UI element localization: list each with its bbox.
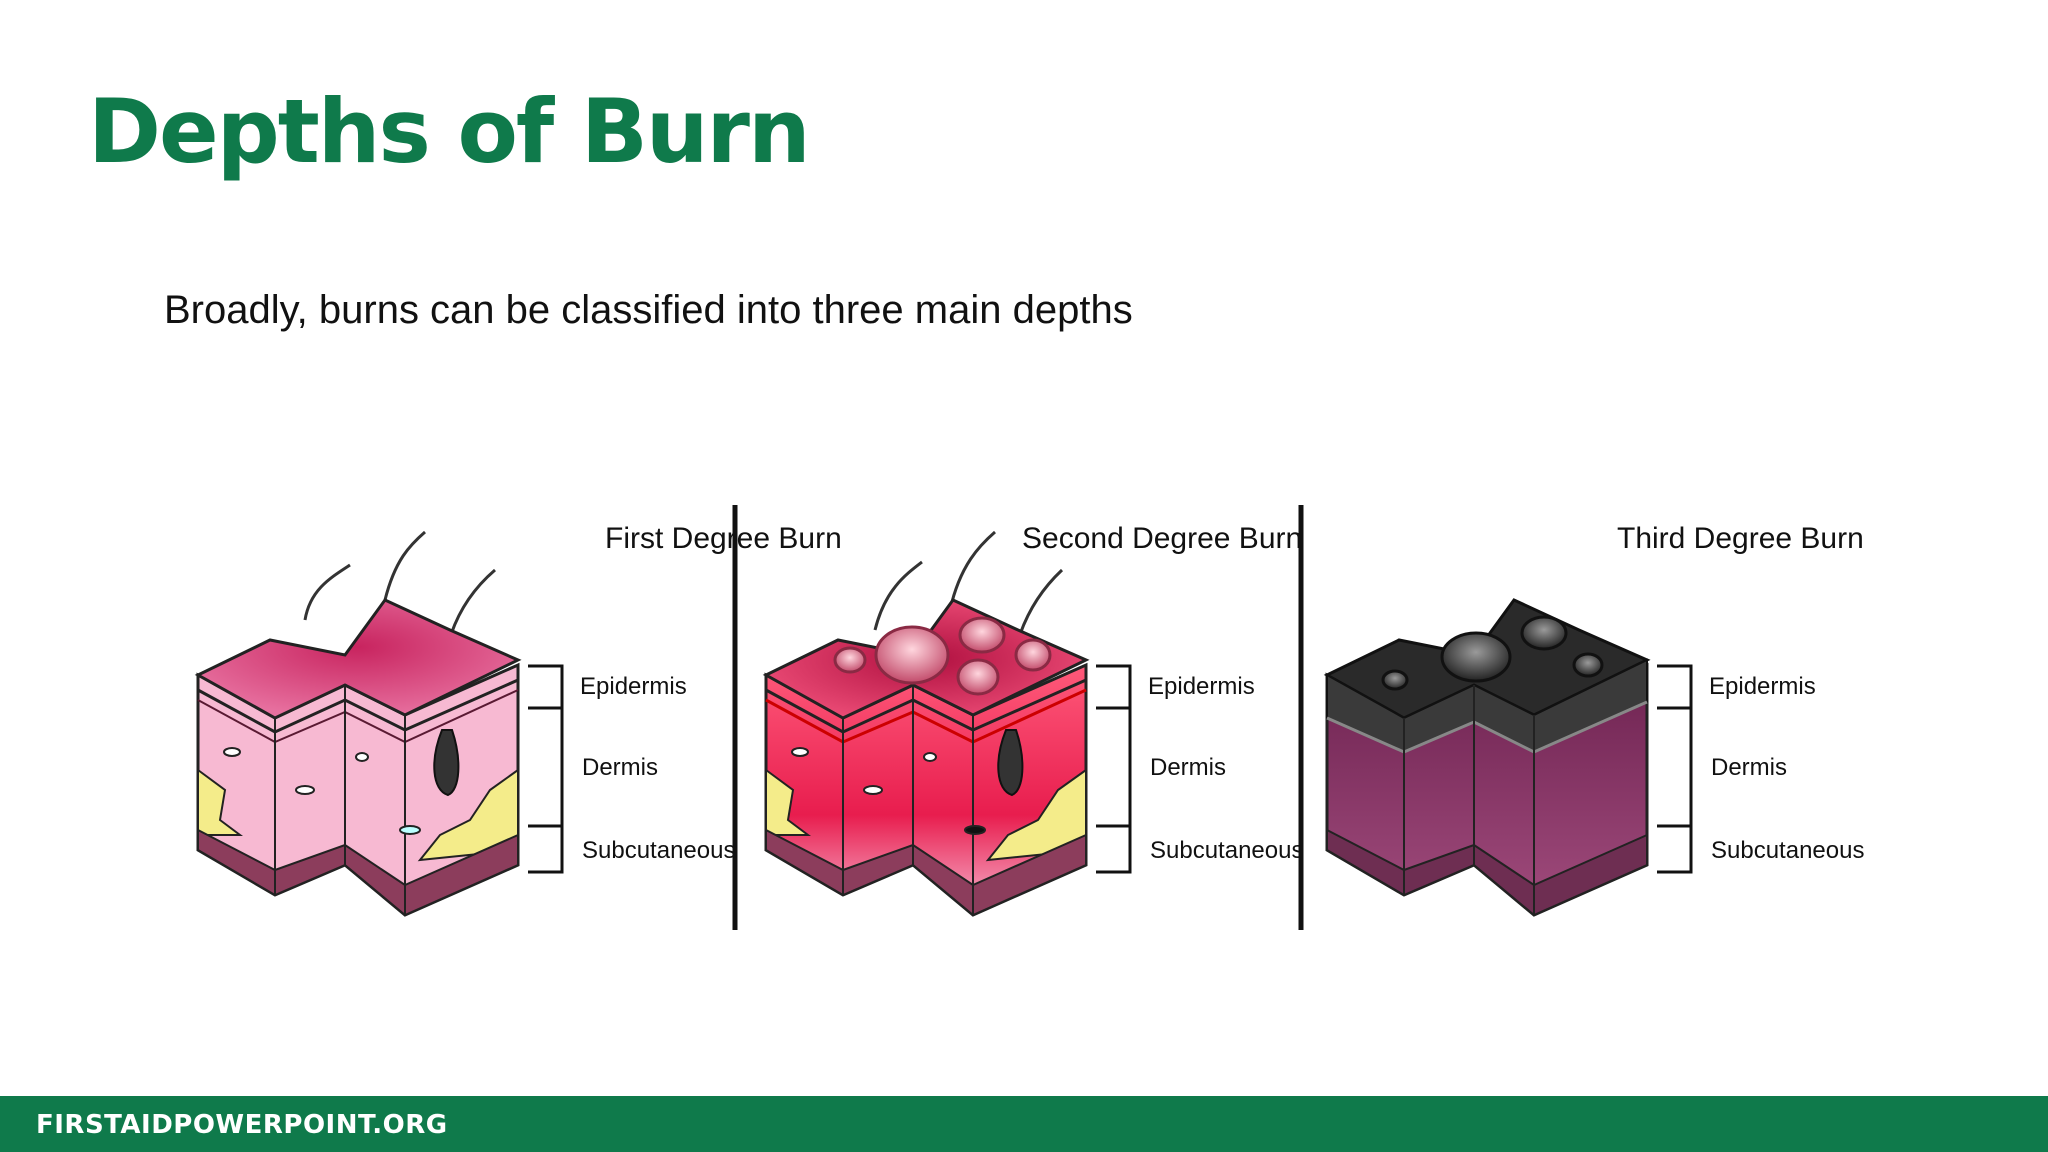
charred-blister	[1440, 631, 1512, 683]
blood-vessel	[964, 825, 986, 835]
fat-layer	[765, 768, 811, 836]
hair-strand	[383, 530, 426, 601]
blood-vessel	[223, 747, 241, 757]
label-dermis: Dermis	[1150, 754, 1226, 781]
blood-vessel	[923, 752, 937, 762]
slide-title: Depths of Burn	[88, 80, 811, 183]
hair-follicle	[997, 729, 1024, 797]
blister	[874, 625, 950, 685]
third-degree-panel: Third Degree Burn Epidermis Dermis Subcu…	[1323, 522, 1864, 917]
label-epidermis: Epidermis	[580, 673, 687, 700]
first-degree-panel: First Degree Burn	[194, 522, 842, 917]
bracket-epidermis	[1096, 664, 1132, 710]
hair-strand	[303, 563, 351, 621]
bracket-subcutaneous	[1096, 824, 1132, 874]
footer-site-name: FIRSTAIDPOWERPOINT.ORG	[36, 1110, 448, 1140]
epidermis-surface	[194, 598, 522, 720]
subcutaneous-layer	[1326, 828, 1648, 917]
blood-vessel	[295, 785, 315, 795]
subcutaneous-layer	[197, 828, 519, 917]
label-dermis: Dermis	[1711, 754, 1787, 781]
charred-blister	[1381, 669, 1409, 691]
bracket-subcutaneous	[1657, 824, 1693, 874]
blister	[958, 616, 1006, 654]
label-subcutaneous: Subcutaneous	[582, 837, 735, 864]
fat-layer	[197, 768, 243, 836]
label-subcutaneous: Subcutaneous	[1711, 837, 1864, 864]
hair-follicle	[433, 729, 460, 797]
blood-vessel	[791, 747, 809, 757]
label-dermis: Dermis	[582, 754, 658, 781]
subcutaneous-layer	[765, 828, 1087, 917]
burn-diagram-svg: First Degree Burn	[194, 505, 1864, 930]
bracket-epidermis	[1657, 664, 1693, 710]
label-epidermis: Epidermis	[1709, 673, 1816, 700]
label-subcutaneous: Subcutaneous	[1150, 837, 1303, 864]
second-degree-heading: Second Degree Burn	[1022, 522, 1302, 555]
charred-blister	[1520, 615, 1568, 651]
blood-vessel	[863, 785, 883, 795]
hair-strand	[948, 530, 996, 611]
third-degree-heading: Third Degree Burn	[1617, 522, 1864, 555]
blister	[1014, 638, 1052, 672]
blood-vessel	[355, 752, 369, 762]
first-degree-heading: First Degree Burn	[605, 522, 842, 555]
blood-vessel	[399, 825, 421, 835]
bracket-epidermis	[528, 664, 564, 710]
blister	[833, 646, 867, 674]
label-epidermis: Epidermis	[1148, 673, 1255, 700]
charred-blister	[1572, 652, 1604, 678]
hair-strand	[873, 560, 923, 631]
bracket-subcutaneous	[528, 824, 564, 874]
burn-depth-diagram: First Degree Burn	[0, 490, 2048, 950]
slide-subtitle: Broadly, burns can be classified into th…	[164, 288, 1133, 332]
blister	[956, 658, 1000, 696]
second-degree-panel: Second Degree Burn	[762, 522, 1303, 917]
footer-bar: FIRSTAIDPOWERPOINT.ORG	[0, 1096, 2048, 1152]
